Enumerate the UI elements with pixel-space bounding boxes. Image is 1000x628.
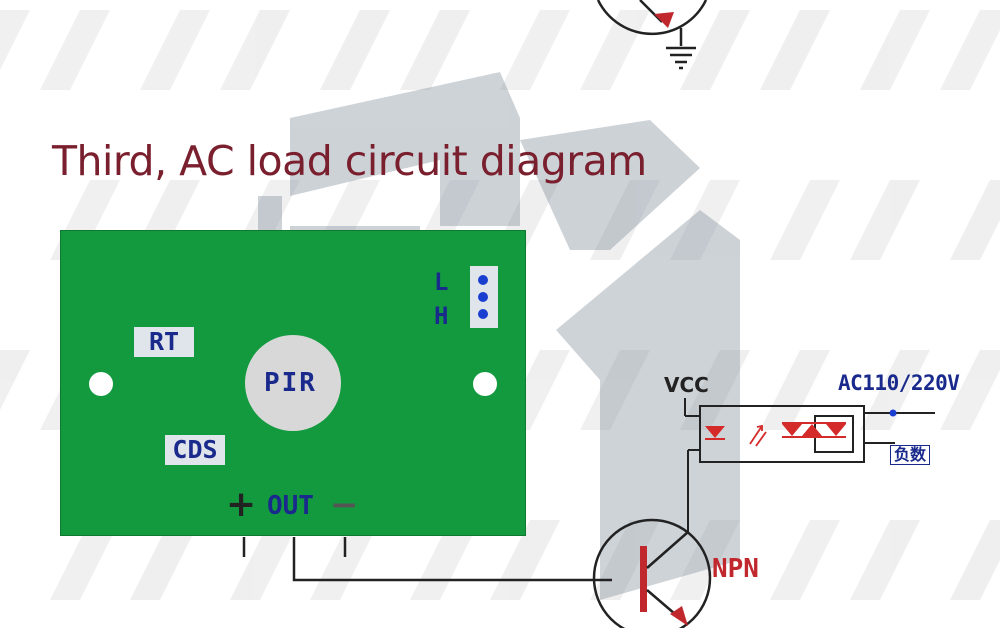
plus-terminal-label: +: [226, 484, 257, 525]
triac-housing: [814, 415, 854, 453]
watermark-tile: [50, 520, 200, 600]
led-icon: [705, 426, 725, 440]
watermark-tile: [860, 10, 1000, 90]
ac-voltage-label: AC110/220V: [838, 371, 960, 395]
watermark-tile: [950, 520, 1000, 600]
jumper-pin-1: [478, 275, 488, 285]
watermark-tile: [500, 350, 650, 430]
mounting-hole-right: [473, 372, 497, 396]
ac-node-dot: [889, 409, 897, 417]
watermark-tile: [0, 10, 110, 90]
cds-label: CDS: [165, 435, 225, 465]
mounting-hole-left: [89, 372, 113, 396]
watermark-tile: [680, 350, 830, 430]
watermark-tile: [770, 520, 920, 600]
out-terminal-label: OUT: [267, 491, 314, 521]
pir-label: PIR: [264, 368, 317, 398]
jumper-l-label: L: [434, 268, 449, 296]
ground-icon: [666, 46, 696, 70]
load-label: 负数: [890, 445, 931, 465]
pir-sensor-dome: [245, 335, 341, 431]
jumper-pin-3: [478, 309, 488, 319]
rt-label: RT: [134, 327, 194, 357]
out-wire: [292, 557, 612, 582]
npn-label: NPN: [712, 554, 759, 584]
light-arrow-icon: [749, 424, 767, 447]
triac-icon: [782, 422, 846, 438]
jumper-h-label: H: [434, 302, 449, 330]
watermark-tile: [590, 520, 740, 600]
npn-transistor-icon: [592, 518, 712, 628]
watermark-tile: [680, 10, 830, 90]
watermark-tile: [500, 10, 650, 90]
watermark-tile: [860, 350, 1000, 430]
page-title: Third, AC load circuit diagram: [52, 137, 647, 185]
watermark-tile: [950, 180, 1000, 260]
optocoupler-package: [699, 405, 865, 463]
watermark-tile: [320, 10, 470, 90]
watermark-tile: [590, 180, 740, 260]
watermark-tile: [770, 180, 920, 260]
minus-terminal-label: −: [330, 485, 359, 525]
jumper-pin-2: [478, 292, 488, 302]
watermark-tile: [140, 10, 290, 90]
vcc-label: VCC: [664, 373, 709, 397]
